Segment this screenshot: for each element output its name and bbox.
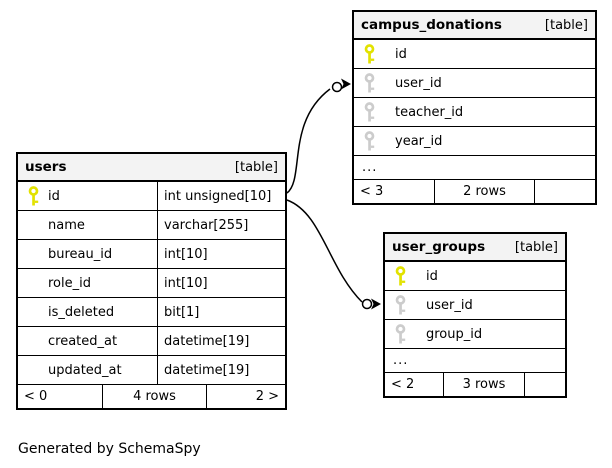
- column-type: varchar[255]: [157, 211, 285, 239]
- primary-key-icon: [28, 185, 39, 205]
- column-name: id: [426, 268, 438, 284]
- column-row-updated_at: updated_at datetime[19]: [18, 356, 285, 385]
- column-type: datetime[19]: [157, 327, 285, 355]
- column-name: role_id: [48, 275, 91, 291]
- footer-hidden-left-count: < 0: [18, 385, 103, 408]
- footer-row-count: 4 rows: [103, 385, 207, 408]
- column-name-cell: bureau_id: [18, 240, 157, 268]
- foreign-key-icon: [395, 323, 406, 343]
- foreign-key-icon: [364, 101, 375, 121]
- column-name: user_id: [426, 297, 473, 313]
- column-type: int[10]: [157, 240, 285, 268]
- column-name-cell: created_at: [18, 327, 157, 355]
- column-name-cell: user_id: [354, 69, 442, 97]
- column-name-cell: user_id: [385, 291, 473, 319]
- column-name-cell: teacher_id: [354, 98, 463, 126]
- more-columns-ellipsis: ...: [385, 349, 565, 373]
- column-name: id: [48, 188, 60, 204]
- column-row-name: name varchar[255]: [18, 211, 285, 240]
- footer-hidden-right-count: 2 >: [255, 389, 279, 404]
- column-name: year_id: [395, 133, 443, 149]
- column-name-cell: updated_at: [18, 356, 157, 384]
- column-name-cell: id: [354, 40, 407, 68]
- table-user-groups[interactable]: user_groups [table] id user_id group_id...…: [383, 232, 567, 398]
- zero-or-circle-marker: [361, 298, 373, 310]
- column-row-created_at: created_at datetime[19]: [18, 327, 285, 356]
- generated-by-note: Generated by SchemaSpy: [18, 441, 201, 457]
- column-name: is_deleted: [48, 304, 115, 320]
- table-title[interactable]: user_groups: [392, 239, 486, 255]
- column-name: group_id: [426, 326, 483, 342]
- relationship-users-to-campus-donations: [286, 78, 351, 194]
- column-type: int unsigned[10]: [157, 182, 285, 210]
- arrowhead-marker: [341, 78, 351, 90]
- column-name: user_id: [395, 75, 442, 91]
- column-name-cell: is_deleted: [18, 298, 157, 326]
- table-footer: < 0 4 rows 2 >: [18, 385, 285, 408]
- column-row-is_deleted: is_deleted bit[1]: [18, 298, 285, 327]
- column-name-cell: group_id: [385, 320, 482, 348]
- table-header: users [table]: [18, 154, 285, 182]
- primary-key-icon: [395, 265, 406, 285]
- table-columns: id user_id group_id...: [385, 262, 565, 373]
- column-name: created_at: [48, 333, 118, 349]
- more-columns-ellipsis: ...: [354, 156, 595, 180]
- table-columns: id user_id teacher_id year_id...: [354, 40, 595, 180]
- column-row-id: id: [385, 262, 565, 291]
- zero-or-circle-marker: [331, 81, 343, 93]
- column-name: bureau_id: [48, 246, 113, 262]
- column-row-id: id int unsigned[10]: [18, 182, 285, 211]
- relationship-users-to-user-groups: [286, 199, 381, 310]
- column-name-cell: id: [18, 182, 157, 210]
- column-name: teacher_id: [395, 104, 464, 120]
- column-name-cell: id: [385, 262, 438, 290]
- table-title[interactable]: campus_donations: [361, 17, 502, 33]
- primary-key-icon: [364, 43, 375, 63]
- column-name: name: [48, 217, 85, 233]
- footer-hidden-right-count: [525, 373, 565, 396]
- column-row-bureau_id: bureau_id int[10]: [18, 240, 285, 269]
- table-users[interactable]: users [table] id int unsigned[10] name varc…: [16, 152, 287, 410]
- foreign-key-icon: [395, 294, 406, 314]
- footer-row-count: 3 rows: [444, 373, 525, 396]
- column-name-cell: role_id: [18, 269, 157, 297]
- column-row-role_id: role_id int[10]: [18, 269, 285, 298]
- table-footer: < 3 2 rows: [354, 180, 595, 203]
- column-type: bit[1]: [157, 298, 285, 326]
- column-name-cell: name: [18, 211, 157, 239]
- table-tag: [table]: [514, 239, 558, 255]
- column-row-group_id: group_id: [385, 320, 565, 349]
- column-row-id: id: [354, 40, 595, 69]
- column-row-teacher_id: teacher_id: [354, 98, 595, 127]
- footer-hidden-left-count: < 3: [354, 180, 435, 203]
- table-header: campus_donations [table]: [354, 12, 595, 40]
- column-name: updated_at: [48, 362, 122, 378]
- column-row-user_id: user_id: [385, 291, 565, 320]
- footer-hidden-left-count: < 2: [385, 373, 444, 396]
- table-header: user_groups [table]: [385, 234, 565, 262]
- column-name-cell: year_id: [354, 127, 442, 155]
- column-row-user_id: user_id: [354, 69, 595, 98]
- table-tag: [table]: [544, 17, 588, 33]
- foreign-key-icon: [364, 130, 375, 150]
- table-tag: [table]: [234, 159, 278, 175]
- table-title[interactable]: users: [25, 159, 67, 175]
- column-name: id: [395, 46, 407, 62]
- foreign-key-icon: [364, 72, 375, 92]
- footer-hidden-right-count: [535, 180, 595, 203]
- table-footer: < 2 3 rows: [385, 373, 565, 396]
- column-type: int[10]: [157, 269, 285, 297]
- arrowhead-marker: [371, 298, 381, 310]
- column-row-year_id: year_id: [354, 127, 595, 156]
- footer-row-count: 2 rows: [435, 180, 535, 203]
- column-type: datetime[19]: [157, 356, 285, 384]
